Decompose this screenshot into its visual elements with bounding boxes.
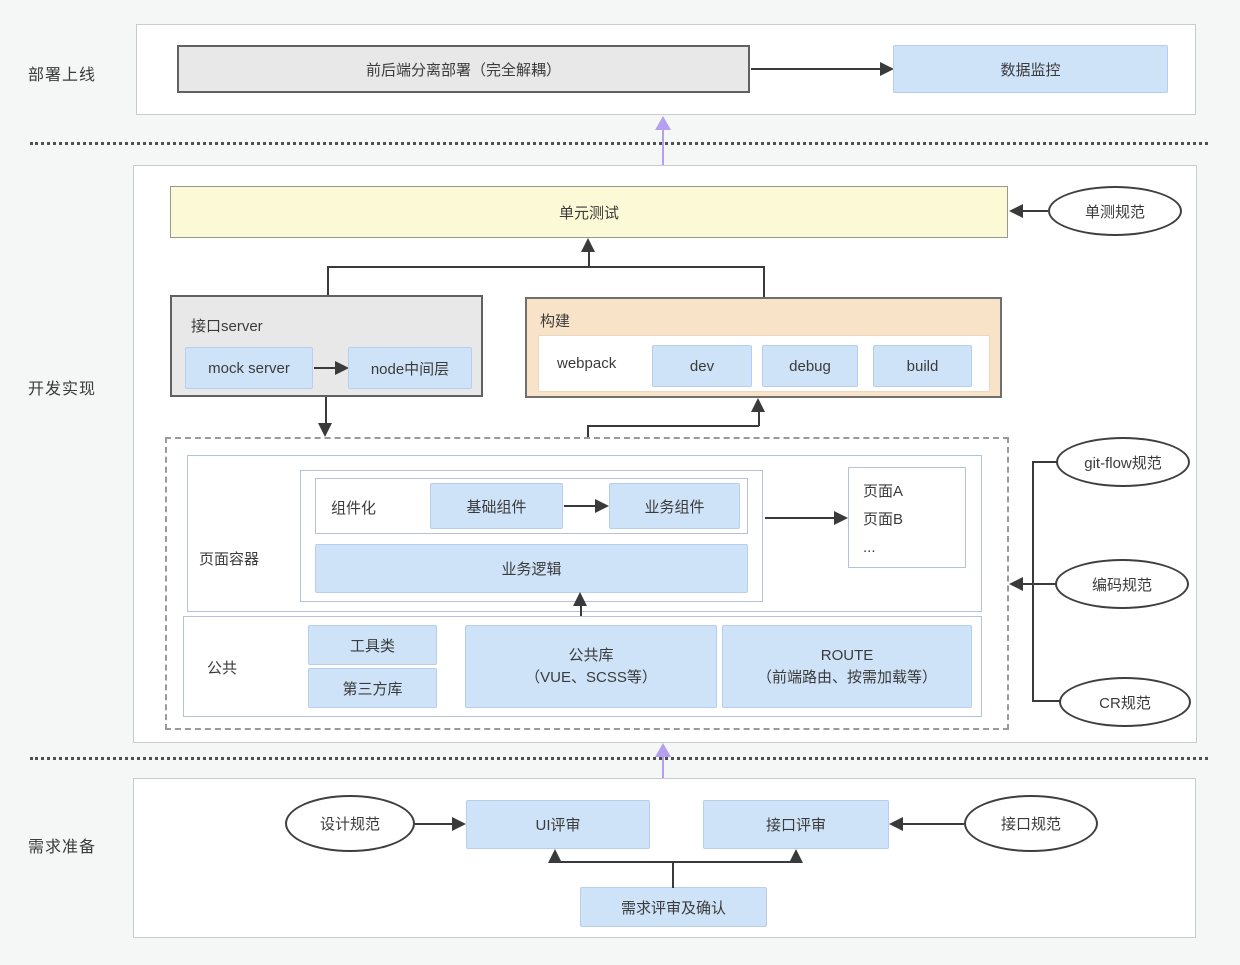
common-lib-box: 公共库 （VUE、SCSS等） — [465, 625, 717, 708]
section-label-requirement: 需求准备 — [28, 839, 97, 856]
node-layer-box: node中间层 — [348, 347, 472, 389]
page-b-label: 页面B — [863, 511, 904, 528]
design-spec-ellipse: 设计规范 — [285, 795, 415, 852]
line-spec-to-unit-test — [1022, 210, 1048, 212]
coding-spec-ellipse: 编码规范 — [1055, 559, 1189, 609]
line-deploy-to-monitor — [751, 68, 881, 70]
connector-build-vline — [763, 266, 765, 297]
pages-box: 页面A 页面B ... — [848, 467, 966, 568]
mock-server-box: mock server — [185, 347, 313, 389]
requirement-confirm-box: 需求评审及确认 — [580, 887, 767, 927]
api-spec-ellipse: 接口规范 — [964, 795, 1098, 852]
line-pagebox-up — [587, 426, 589, 437]
code-area-dashed-box — [165, 437, 1009, 730]
arrowhead-right-icon — [834, 511, 848, 525]
line-apispec-to-review — [903, 823, 964, 825]
line-build-shaft — [758, 411, 760, 426]
common-label: 公共 — [207, 660, 238, 677]
componentization-label: 组件化 — [331, 500, 377, 517]
arrowhead-up-icon — [548, 849, 562, 863]
specs-connector-vline — [1032, 461, 1034, 702]
arrowhead-down-icon — [318, 423, 332, 437]
line-base-to-business — [564, 505, 596, 507]
page-container-label: 页面容器 — [199, 551, 260, 568]
ui-review-box: UI评审 — [466, 800, 650, 849]
arrowhead-right-icon — [880, 62, 894, 76]
arrowhead-left-icon — [889, 817, 903, 831]
purple-arrow-up-icon — [655, 743, 671, 757]
purple-arrow-up-icon — [655, 116, 671, 130]
page-more-label: ... — [863, 539, 876, 556]
confirm-connector-vline — [672, 861, 674, 888]
business-component-box: 业务组件 — [609, 483, 740, 529]
build-mode-debug-box: debug — [762, 345, 858, 387]
unit-test-box: 单元测试 — [170, 186, 1008, 238]
arrowhead-right-icon — [452, 817, 466, 831]
arrowhead-left-icon — [1009, 204, 1023, 218]
arrowhead-up-icon — [581, 238, 595, 252]
base-component-box: 基础组件 — [430, 483, 563, 529]
api-server-title: 接口server — [191, 318, 263, 335]
unit-test-spec-ellipse: 单测规范 — [1048, 186, 1182, 236]
separate-deploy-box: 前后端分离部署（完全解耦） — [177, 45, 750, 93]
dotted-separator-bottom — [30, 757, 1208, 760]
build-mode-build-box: build — [873, 345, 972, 387]
specs-cr-stub — [1032, 700, 1061, 702]
line-design-to-ui — [415, 823, 453, 825]
utils-box: 工具类 — [308, 625, 437, 665]
purple-arrow-bottom-shaft — [662, 756, 664, 778]
connector-apiserver-vline — [327, 266, 329, 296]
connector-merge-hline — [327, 266, 765, 268]
arrowhead-up-icon — [751, 398, 765, 412]
common-lib-line1: 公共库 — [568, 646, 614, 664]
purple-arrow-top-shaft — [662, 130, 664, 165]
section-label-develop: 开发实现 — [28, 381, 97, 398]
page-a-label: 页面A — [863, 483, 904, 500]
cr-spec-ellipse: CR规范 — [1059, 677, 1191, 727]
git-flow-spec-ellipse: git-flow规范 — [1056, 437, 1190, 487]
specs-coding-stub — [1022, 583, 1057, 585]
line-apiserver-down — [325, 397, 327, 425]
business-logic-box: 业务逻辑 — [315, 544, 748, 593]
route-line1: ROUTE — [820, 646, 874, 664]
route-box: ROUTE （前端路由、按需加载等） — [722, 625, 972, 708]
route-line2: （前端路由、按需加载等） — [756, 668, 937, 686]
line-component-to-pages — [765, 517, 834, 519]
arrowhead-left-icon — [1009, 577, 1023, 591]
arrowhead-right-icon — [595, 499, 609, 513]
dotted-separator-top — [30, 142, 1208, 145]
section-label-deploy: 部署上线 — [28, 67, 97, 84]
arrowhead-right-icon — [335, 361, 349, 375]
specs-gitflow-stub — [1032, 461, 1058, 463]
webpack-label: webpack — [557, 355, 617, 372]
confirm-connector-hline — [555, 861, 797, 863]
api-review-box: 接口评审 — [703, 800, 889, 849]
line-common-up — [580, 604, 582, 617]
build-title: 构建 — [540, 313, 571, 330]
common-lib-line2: （VUE、SCSS等） — [525, 668, 657, 686]
data-monitor-box: 数据监控 — [893, 45, 1168, 93]
line-pagebox-to-build — [587, 425, 759, 427]
arrowhead-up-icon — [789, 849, 803, 863]
build-mode-dev-box: dev — [652, 345, 752, 387]
connector-unittest-shaft — [588, 251, 590, 267]
third-party-box: 第三方库 — [308, 668, 437, 708]
line-mock-to-node — [314, 367, 336, 369]
arrowhead-up-icon — [573, 592, 587, 606]
